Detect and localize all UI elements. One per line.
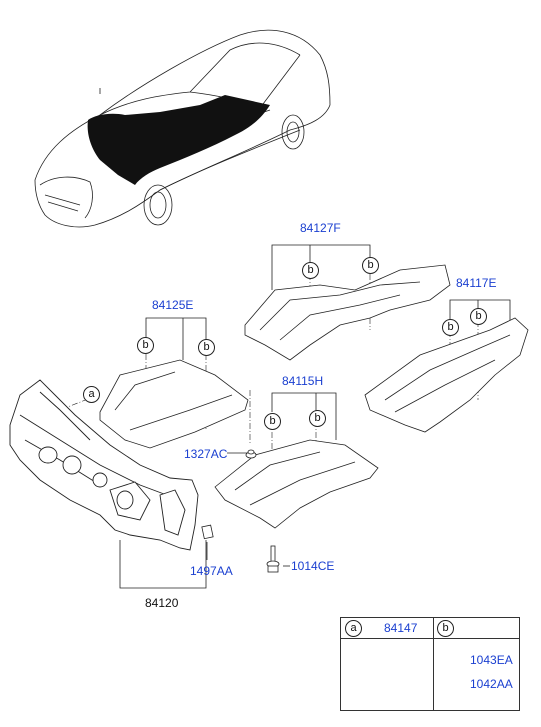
part-label-1327AC: 1327AC (184, 447, 228, 461)
dash-panel-84120 (9, 379, 199, 551)
pad-84117E (364, 317, 529, 433)
callout-b: b (309, 410, 326, 427)
legend-header (341, 618, 519, 639)
part-label-84117E: 84117E (456, 276, 497, 290)
callout-b: b (470, 308, 487, 325)
pad-84125E (99, 359, 249, 449)
callout-b: b (362, 257, 379, 274)
legend-letter-a: a (345, 620, 362, 637)
callout-b: b (264, 413, 281, 430)
car-dash-highlight (87, 95, 270, 185)
part-label-84115H: 84115H (282, 374, 324, 388)
part-label-1014CE: 1014CE (291, 559, 335, 573)
pad-84115H (214, 439, 379, 529)
callout-b: b (442, 319, 459, 336)
part-label-1497AA: 1497AA (190, 564, 233, 578)
callout-b: b (137, 337, 154, 354)
legend-letter-b: b (437, 620, 454, 637)
part-label-84127F: 84127F (300, 221, 341, 235)
callout-a: a (83, 386, 100, 403)
leader-lines (119, 244, 511, 589)
callout-b: b (198, 339, 215, 356)
legend-part-1042AA: 1042AA (470, 677, 513, 691)
legend-part-1043EA: 1043EA (470, 653, 513, 667)
callout-b: b (302, 262, 319, 279)
part-label-84125E: 84125E (152, 298, 194, 312)
legend-part-84147: 84147 (384, 621, 418, 635)
part-label-84120: 84120 (145, 596, 179, 610)
legend-divider (433, 618, 434, 710)
pad-84127F (244, 264, 451, 361)
clip-1327AC (245, 449, 257, 459)
patch-1497AA (201, 524, 214, 540)
legend-table: a 84147 b 1043EA 1042AA (340, 617, 520, 711)
bolt-1014CE (266, 545, 280, 573)
